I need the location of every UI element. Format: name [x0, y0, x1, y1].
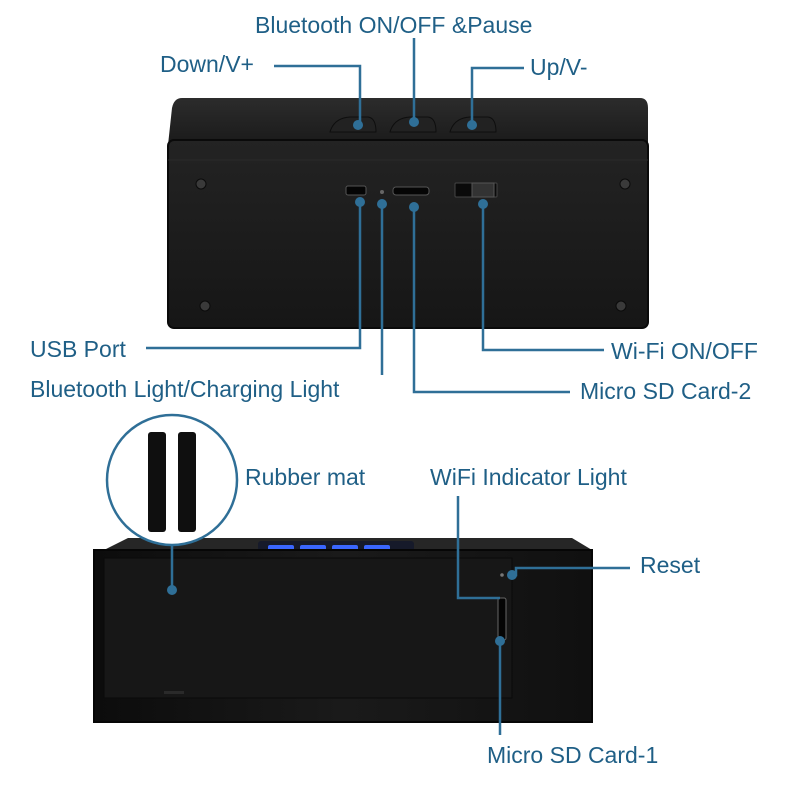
- label-up-vminus: Up/V-: [530, 54, 588, 80]
- screw-icon: [615, 300, 627, 312]
- rubber-mat-inset: [105, 413, 239, 547]
- sd-slot-icon: [497, 597, 507, 641]
- rubber-foot-icon: [178, 432, 196, 532]
- label-micro-sd-card-1: Micro SD Card-1: [487, 742, 659, 768]
- sd-slot-icon: [392, 186, 430, 196]
- label-micro-sd-card-2: Micro SD Card-2: [580, 378, 752, 404]
- speaker-back-view: [167, 98, 649, 329]
- down-vplus-button: [329, 116, 377, 133]
- label-wifi-indicator-light: WiFi Indicator Light: [430, 464, 627, 490]
- label-bluetooth-onoff-pause: Bluetooth ON/OFF &Pause: [255, 12, 533, 38]
- speaker-front-panel: [103, 557, 513, 699]
- speaker-back-panel: [167, 139, 649, 329]
- label-down-vplus: Down/V+: [160, 51, 254, 77]
- rubber-foot-icon: [148, 432, 166, 532]
- label-rubber-mat: Rubber mat: [245, 464, 366, 490]
- reset-hole-icon: [500, 573, 504, 577]
- label-bluetooth-charging-light: Bluetooth Light/Charging Light: [30, 376, 340, 402]
- led-dot-icon: [380, 190, 384, 194]
- label-wifi-onoff: Wi-Fi ON/OFF: [611, 338, 758, 364]
- usb-port-icon: [345, 185, 367, 196]
- screw-icon: [199, 300, 211, 312]
- label-reset: Reset: [640, 552, 701, 578]
- screw-icon: [619, 178, 631, 190]
- label-usb-port: USB Port: [30, 336, 126, 362]
- callout-dots: [167, 117, 517, 646]
- speaker-front-view: [93, 538, 593, 723]
- screw-icon: [195, 178, 207, 190]
